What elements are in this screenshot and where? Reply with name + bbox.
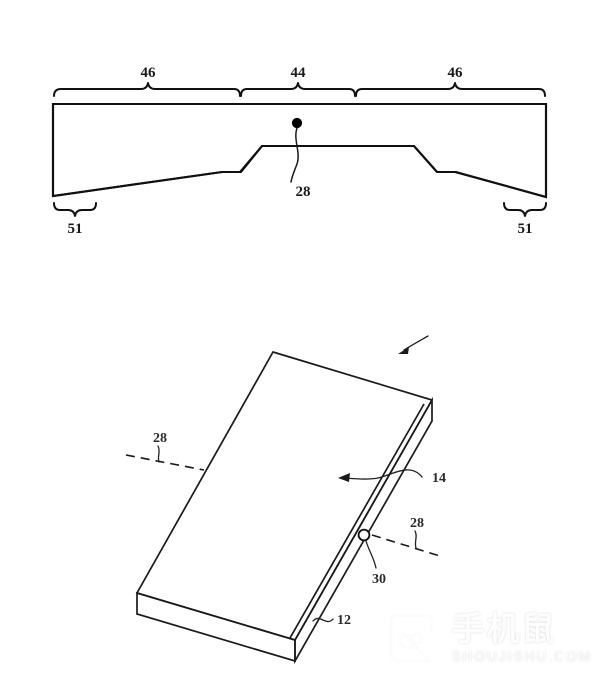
callout-12-group: 12: [312, 613, 351, 628]
view-pointer-arrow-curve: [403, 335, 429, 351]
view-pointer-arrow: [398, 335, 429, 354]
callout-14-leader: [345, 469, 423, 480]
callout-12-label: 12: [337, 613, 351, 628]
callout-28-left-label: 28: [153, 431, 167, 446]
callout-28-right-group: 28: [371, 516, 444, 558]
callout-30-label: 30: [372, 572, 386, 587]
callout-14-group: 14: [338, 469, 446, 486]
callout-28-top-label: 28: [296, 184, 311, 200]
view-pointer-arrowhead: [398, 347, 409, 354]
brace-lower-left-51-group: 51: [53, 202, 97, 237]
callout-30-leader: [365, 540, 377, 569]
brace-lower-left-51-shape: [53, 202, 97, 217]
slab-front-face: [136, 591, 296, 663]
callout-28-right-label: 28: [410, 516, 424, 531]
brace-left-46-label: 46: [141, 65, 157, 81]
hole-30-circle: [357, 528, 371, 542]
fold-axis-left-dashed: [125, 454, 205, 471]
callout-12-leader: [312, 617, 334, 623]
isometric-view: 28 28 14 30 12: [125, 335, 446, 665]
brace-right-46-label: 46: [448, 65, 464, 81]
brace-center-44-label: 44: [291, 65, 307, 81]
slab-inner-bevel-edge: [289, 403, 425, 639]
reference-dot-28: [291, 117, 303, 129]
callout-28-right-leader: [414, 530, 417, 549]
brace-lower-right-51-shape: [503, 202, 547, 217]
brace-center-44-shape: [240, 82, 356, 97]
fold-axis-right-dashed: [371, 534, 444, 558]
callout-30-group: 30: [357, 528, 386, 587]
callout-14-label: 14: [432, 471, 446, 486]
callout-28-left-leader: [157, 445, 160, 463]
callout-28-left-group: 28: [125, 431, 205, 471]
cross-section-view: 46 44 46 28 51 51: [51, 65, 548, 237]
brace-right-46-shape: [355, 82, 546, 97]
top-brace-group: 46 44 46: [53, 65, 546, 97]
brace-lower-right-51-label: 51: [518, 221, 533, 237]
brace-left-46-shape: [53, 82, 241, 97]
callout-28-top-group: 28: [290, 117, 311, 200]
brace-lower-left-51-label: 51: [68, 221, 83, 237]
brace-lower-right-51-group: 51: [503, 202, 547, 237]
callout-28-top-leader: [290, 127, 299, 183]
cross-section-profile: [51, 102, 548, 199]
slab-top-face: [135, 350, 434, 642]
callout-14-arrowhead: [338, 473, 350, 482]
